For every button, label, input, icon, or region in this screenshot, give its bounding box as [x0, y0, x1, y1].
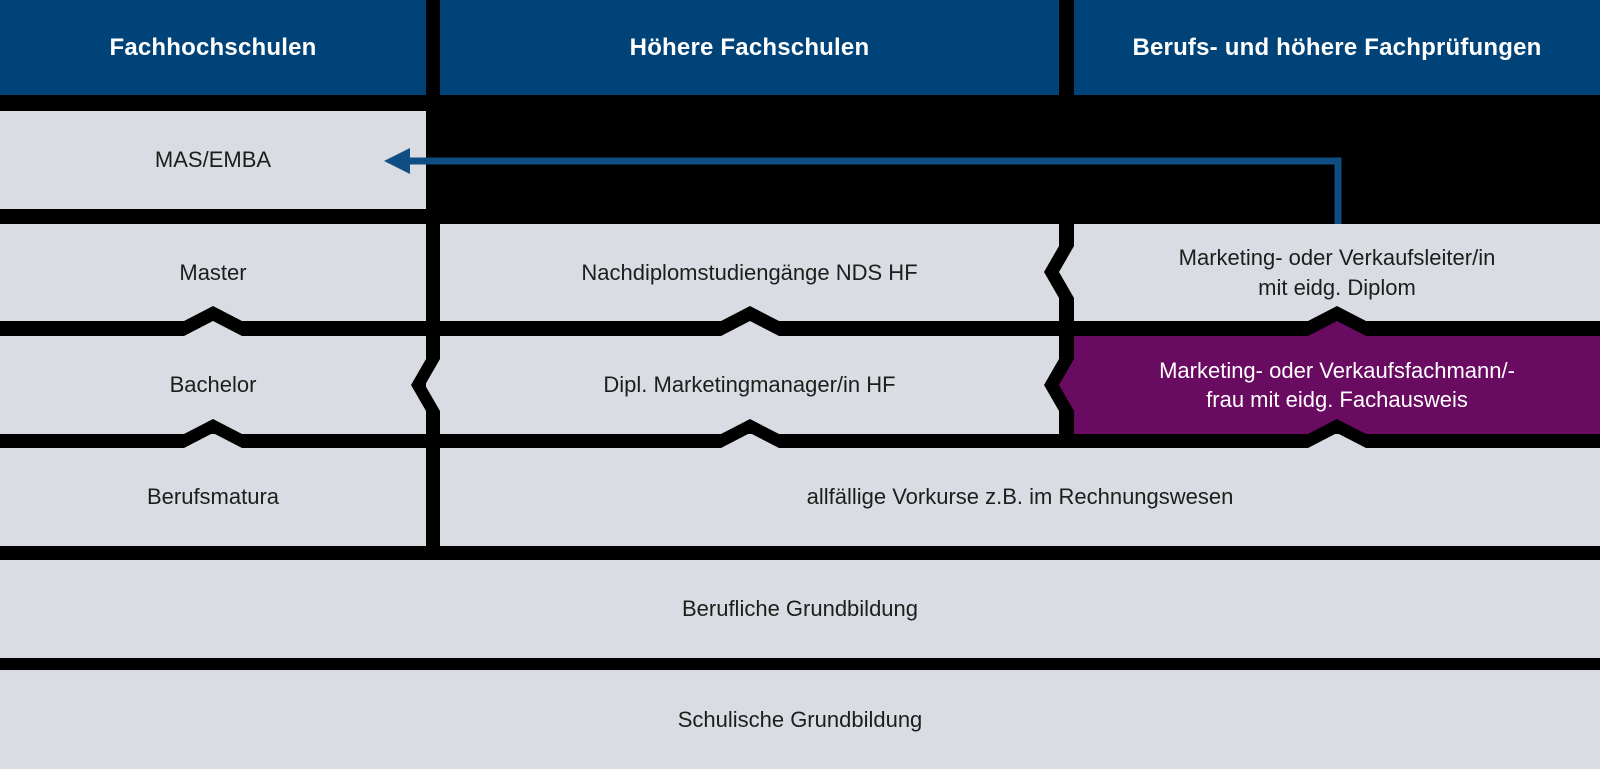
box-verkaufsleiter: Marketing- oder Verkaufsleiter/in mit ei…	[1074, 224, 1600, 321]
column-header-hoehere-fachschulen: Höhere Fachschulen	[440, 0, 1059, 95]
chevron-up-vorkurse-to-fachmann-peak	[1308, 433, 1366, 448]
column-header-fachhochschulen: Fachhochschulen	[0, 0, 426, 95]
box-bachelor: Bachelor	[0, 336, 426, 434]
chevron-left-fachmann-to-diplmm-peak	[1059, 359, 1074, 411]
chevron-left-leiter-to-nds-peak	[1059, 246, 1074, 298]
box-label: MAS/EMBA	[154, 147, 272, 173]
box-berufliche-grundbildung: Berufliche Grundbildung	[0, 560, 1600, 658]
box-mas-emba: MAS/EMBA	[0, 111, 426, 209]
box-label: Bachelor	[169, 372, 257, 398]
box-label: Marketing- oder Verkaufsfachmann/- frau …	[1159, 357, 1515, 412]
box-label: Berufsmatura	[146, 484, 280, 510]
box-label: Dipl. Marketingmanager/in HF	[603, 372, 896, 398]
box-label: Berufliche Grundbildung	[681, 596, 919, 622]
chevron-up-diplmm-to-nds-peak	[721, 321, 779, 336]
box-label: Master	[179, 259, 247, 285]
column-header-berufspruefungen: Berufs- und höhere Fachprüfungen	[1074, 0, 1600, 95]
box-label: Schulische Grundbildung	[677, 706, 923, 732]
box-label: Nachdiplomstudiengänge NDS HF	[581, 259, 918, 285]
box-label: allfällige Vorkurse z.B. im Rechnungswes…	[806, 484, 1234, 510]
box-verkaufsfachmann-highlighted: Marketing- oder Verkaufsfachmann/- frau …	[1074, 336, 1600, 434]
column-header-label: Höhere Fachschulen	[629, 33, 870, 61]
arrow-line	[402, 157, 1342, 224]
box-vorkurse: allfällige Vorkurse z.B. im Rechnungswes…	[440, 448, 1600, 546]
box-master: Master	[0, 224, 426, 321]
box-schulische-grundbildung: Schulische Grundbildung	[0, 670, 1600, 769]
chevron-up-bachelor-to-master-peak	[184, 321, 242, 336]
chevron-up-berufsmatura-to-bachelor-peak	[184, 433, 242, 448]
box-dipl-marketingmanager: Dipl. Marketingmanager/in HF	[440, 336, 1059, 434]
column-header-label: Fachhochschulen	[109, 33, 317, 61]
box-nds-hf: Nachdiplomstudiengänge NDS HF	[440, 224, 1059, 321]
box-berufsmatura: Berufsmatura	[0, 448, 426, 546]
chevron-left-diplmm-to-bachelor-peak	[425, 359, 440, 411]
chevron-up-fachmann-to-leiter-peak	[1308, 321, 1366, 336]
box-label: Marketing- oder Verkaufsleiter/in mit ei…	[1178, 245, 1496, 300]
column-header-label: Berufs- und höhere Fachprüfungen	[1132, 33, 1542, 61]
chevron-up-vorkurse-to-diplmm-peak	[721, 433, 779, 448]
